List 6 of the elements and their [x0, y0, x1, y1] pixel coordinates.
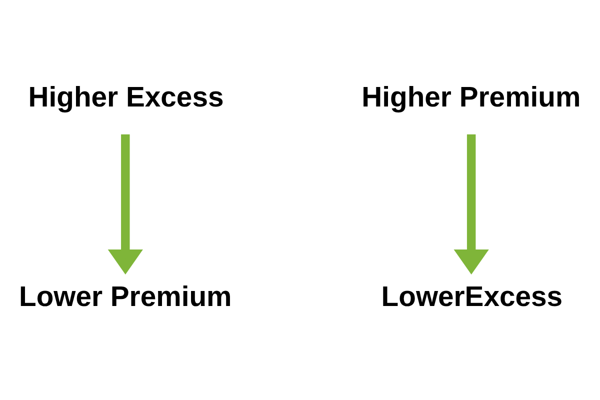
arrow: [108, 134, 143, 274]
node-text: Lower Premium: [19, 280, 232, 313]
arrow: [454, 134, 489, 274]
node-text: Higher Excess: [28, 80, 224, 113]
node-text: Higher Premium: [362, 80, 581, 113]
node-text: LowerExcess: [381, 280, 563, 313]
